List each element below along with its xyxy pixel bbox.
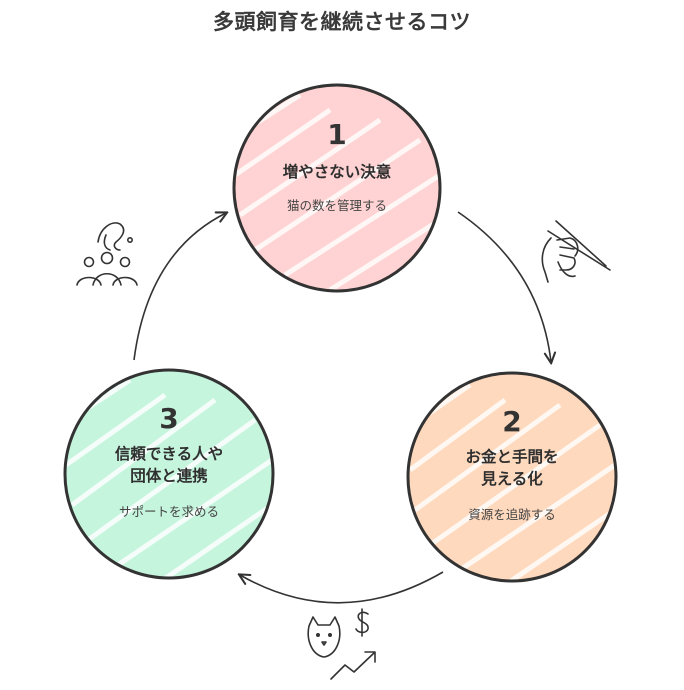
arrow-2-to-3 <box>240 571 444 604</box>
node-3-subtitle: サポートを求める <box>118 504 219 519</box>
people-question-icon <box>76 222 138 286</box>
arrow-3-to-1 <box>133 213 226 361</box>
node-3-heading-line-2: 団体と連携 <box>130 467 208 485</box>
node-1-subtitle: 猫の数を管理する <box>286 198 387 213</box>
diagram-title: 多頭飼育を継続させるコツ <box>213 10 471 34</box>
hand-holding-chopsticks-icon <box>541 220 611 283</box>
node-1-circle <box>232 83 442 293</box>
node-1-heading: 増やさない決意 <box>282 163 392 181</box>
node-3-number: 3 <box>159 402 179 435</box>
node-2-heading-line-1: お金と手間を <box>465 448 559 466</box>
node-2-subtitle: 資源を追跡する <box>468 507 556 522</box>
node-1-number: 1 <box>327 118 347 151</box>
node-2-number: 2 <box>502 405 522 438</box>
node-2-heading-line-2: 見える化 <box>481 470 543 488</box>
node-3: 3 信頼できる人や 団体と連携 サポートを求める <box>74 402 264 520</box>
node-3-heading-line-1: 信頼できる人や <box>114 445 224 463</box>
arrow-1-to-2 <box>457 211 551 362</box>
node-2: 2 お金と手間を 見える化 資源を追跡する <box>417 405 607 523</box>
node-1: 1 増やさない決意 猫の数を管理する <box>242 118 432 214</box>
cat-money-growth-icon <box>307 608 376 680</box>
